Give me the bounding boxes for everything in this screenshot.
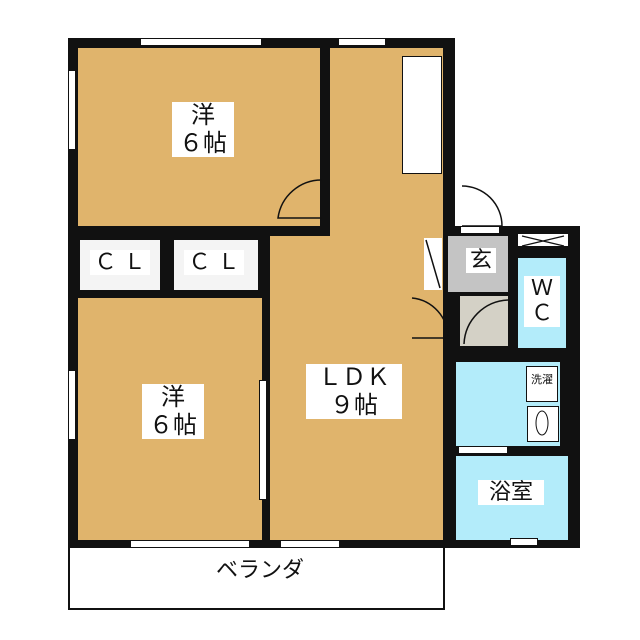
window [510,538,538,546]
room-size: ９帖 [330,390,378,419]
door-arc [463,299,509,345]
balcony-label: ベランダ [190,558,330,584]
closet-1-label: Ｃ Ｌ [90,250,150,276]
toilet-label-line: Ｃ [530,301,553,327]
fan-mark [521,235,565,247]
closet-2-label: Ｃ Ｌ [184,250,244,276]
window [280,540,340,548]
door-arc [277,179,323,219]
shoe-cabinet-mark [425,239,441,289]
washing-machine-label: 洗濯 [528,373,556,387]
western-room-1-label: 洋 ６帖 [172,101,234,158]
entrance-label: 玄 [466,248,496,274]
window [130,540,250,548]
toilet-label: Ｗ Ｃ [524,276,560,327]
ventilation-fan [518,234,568,246]
window [68,70,76,150]
door-arc [411,297,449,339]
window [140,38,262,46]
door-arc [461,185,503,227]
sliding-door [259,380,267,500]
room-name: 洋 [161,383,185,411]
basin-bowl [535,410,549,436]
toilet-label-line: Ｗ [530,276,553,301]
kitchen-counter [402,56,442,174]
wash-basin [527,406,559,442]
room-size: ６帖 [149,410,197,439]
room-name: 洋 [191,101,215,129]
bathroom-label: 浴室 [478,480,544,506]
room-name: ＬＤＫ [318,363,390,391]
washroom-door [458,446,508,454]
window [68,370,76,440]
ldk-label: ＬＤＫ ９帖 [306,363,402,420]
western-room-2-label: 洋 ６帖 [142,383,204,440]
room-size: ６帖 [179,128,227,157]
entrance-hall [460,296,508,346]
window [338,38,386,46]
